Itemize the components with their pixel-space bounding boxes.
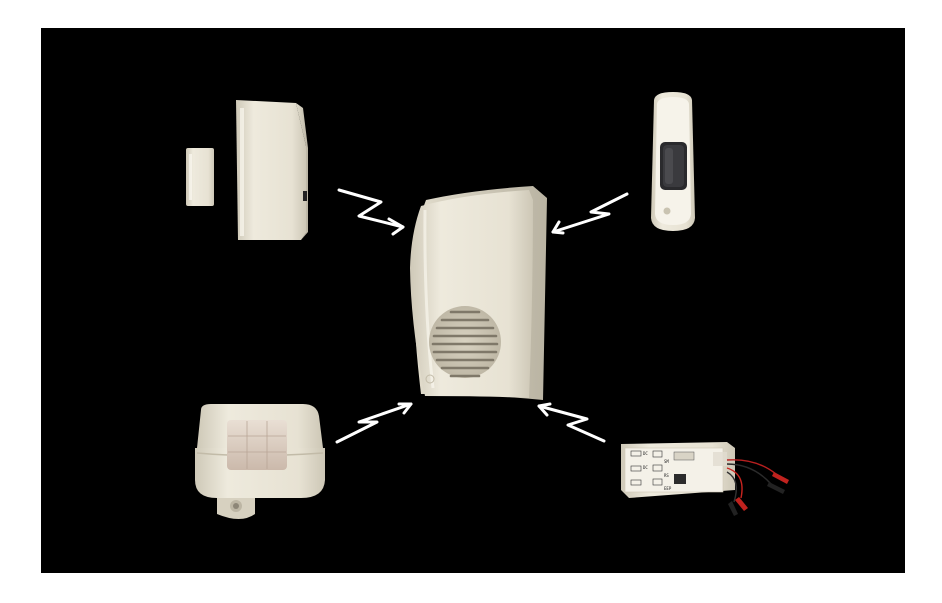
pcb-label-1: DC — [643, 451, 648, 456]
sensor-slot — [303, 191, 307, 201]
door-window-contact-sensor — [186, 100, 308, 240]
contact-sensor-body — [236, 100, 306, 240]
lead-wires — [726, 459, 777, 503]
wireless-doorbell-push-button — [651, 92, 695, 231]
product-scene: DC DC SM RS EEP — [41, 28, 905, 573]
chime-button — [425, 374, 435, 384]
scene-illustration: DC DC SM RS EEP — [186, 92, 789, 519]
pcb-label-4: RS — [664, 473, 669, 478]
wireless-signal-arrow-top-right — [551, 192, 629, 235]
pcb-markings: DC DC SM RS EEP — [630, 450, 695, 491]
wireless-chime-receiver — [410, 186, 547, 400]
terminal-block — [674, 474, 686, 484]
wireless-signal-arrow-top-left — [337, 188, 405, 236]
pir-lens — [227, 420, 287, 470]
wireless-signal-arrow-bottom-left — [335, 402, 413, 444]
dip-switch — [673, 451, 695, 461]
pcb-label-2: DC — [643, 465, 648, 470]
magnet-piece — [186, 148, 214, 206]
pir-motion-detector — [195, 404, 325, 519]
crocodile-clips — [728, 472, 789, 516]
speaker-grille-icon — [429, 306, 501, 378]
wireless-signal-arrow-bottom-right — [537, 402, 606, 443]
wired-interface-transmitter-module: DC DC SM RS EEP — [621, 442, 789, 516]
pcb-label-3: SM — [664, 459, 669, 464]
pcb-label-5: EEP — [664, 486, 672, 491]
led-indicator — [663, 207, 671, 215]
